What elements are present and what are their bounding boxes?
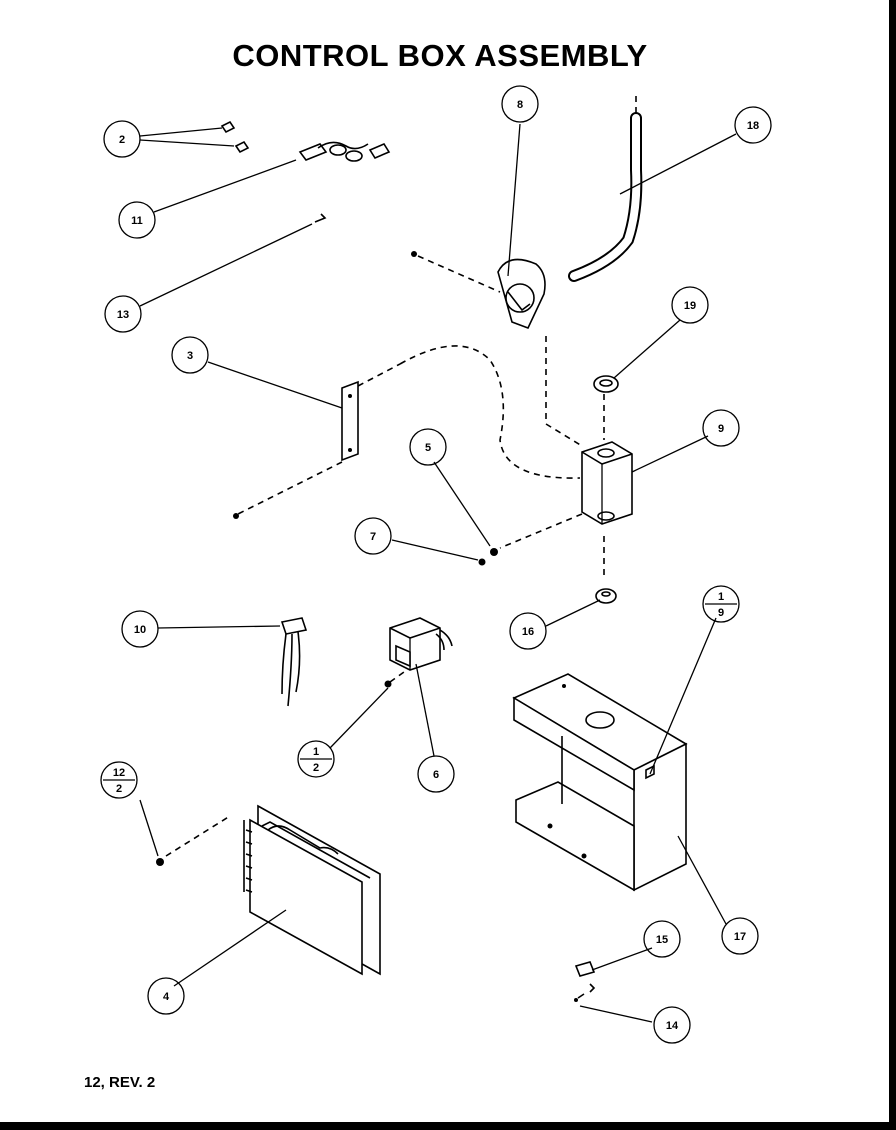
part-clip-15 bbox=[574, 961, 596, 1002]
callout-3: 3 bbox=[171, 336, 209, 374]
svg-text:15: 15 bbox=[656, 934, 668, 946]
callout-10: 10 bbox=[121, 610, 159, 648]
callout-13: 13 bbox=[104, 295, 142, 333]
diagram-title: CONTROL BOX ASSEMBLY bbox=[232, 38, 648, 73]
svg-text:1: 1 bbox=[313, 746, 319, 758]
svg-text:1: 1 bbox=[718, 591, 724, 603]
callout-19: 19 bbox=[671, 286, 709, 324]
svg-text:12: 12 bbox=[113, 767, 125, 779]
svg-text:14: 14 bbox=[666, 1020, 679, 1032]
page-border-bottom bbox=[0, 1122, 896, 1130]
svg-text:9: 9 bbox=[718, 607, 724, 619]
part-transformer bbox=[384, 617, 453, 688]
part-tubing bbox=[568, 96, 643, 282]
callout-5: 5 bbox=[409, 428, 447, 466]
svg-text:8: 8 bbox=[517, 99, 523, 111]
callout-9: 9 bbox=[702, 409, 740, 447]
callout-4: 4 bbox=[147, 977, 185, 1015]
callout-7: 7 bbox=[354, 517, 392, 555]
svg-text:19: 19 bbox=[684, 300, 696, 312]
svg-text:4: 4 bbox=[163, 991, 170, 1003]
part-housing bbox=[512, 673, 688, 892]
callout-fraction-1-9: 1 9 bbox=[702, 585, 740, 623]
svg-text:17: 17 bbox=[734, 931, 746, 943]
part-clip bbox=[314, 213, 327, 223]
callout-fraction-12-2: 12 2 bbox=[100, 761, 138, 799]
svg-text:5: 5 bbox=[425, 442, 431, 454]
svg-text:16: 16 bbox=[522, 626, 534, 638]
part-terminals bbox=[220, 120, 250, 154]
part-harness bbox=[298, 141, 391, 162]
svg-text:10: 10 bbox=[134, 624, 146, 636]
leader-lines bbox=[139, 123, 737, 1023]
svg-text:18: 18 bbox=[747, 120, 759, 132]
svg-text:6: 6 bbox=[433, 769, 439, 781]
callout-2: 2 bbox=[103, 120, 141, 158]
callout-15: 15 bbox=[643, 920, 681, 958]
svg-text:7: 7 bbox=[370, 531, 376, 543]
part-screw-nut bbox=[478, 548, 498, 566]
svg-text:9: 9 bbox=[718, 423, 724, 435]
callout-17: 17 bbox=[721, 917, 759, 955]
part-pressure-switch bbox=[411, 251, 546, 330]
callout-6: 6 bbox=[417, 755, 455, 793]
callout-14: 14 bbox=[653, 1006, 691, 1044]
svg-text:11: 11 bbox=[131, 215, 143, 227]
part-wire-connector bbox=[280, 617, 308, 707]
part-junction-block bbox=[499, 336, 633, 580]
svg-text:3: 3 bbox=[187, 350, 193, 362]
callout-11: 11 bbox=[118, 201, 156, 239]
revision-label: 12, REV. 2 bbox=[84, 1074, 156, 1091]
part-bracket bbox=[233, 345, 581, 519]
callout-18: 18 bbox=[734, 106, 772, 144]
svg-text:2: 2 bbox=[116, 783, 122, 795]
part-nut bbox=[595, 588, 617, 604]
callout-16: 16 bbox=[509, 612, 547, 650]
callout-8: 8 bbox=[501, 85, 539, 123]
svg-text:13: 13 bbox=[117, 309, 129, 321]
part-control-board bbox=[156, 804, 381, 976]
page-border-right bbox=[889, 0, 896, 1130]
svg-text:2: 2 bbox=[119, 134, 125, 146]
callout-fraction-1-2: 1 2 bbox=[297, 740, 335, 778]
part-grommet bbox=[593, 375, 619, 440]
svg-text:2: 2 bbox=[313, 762, 319, 774]
